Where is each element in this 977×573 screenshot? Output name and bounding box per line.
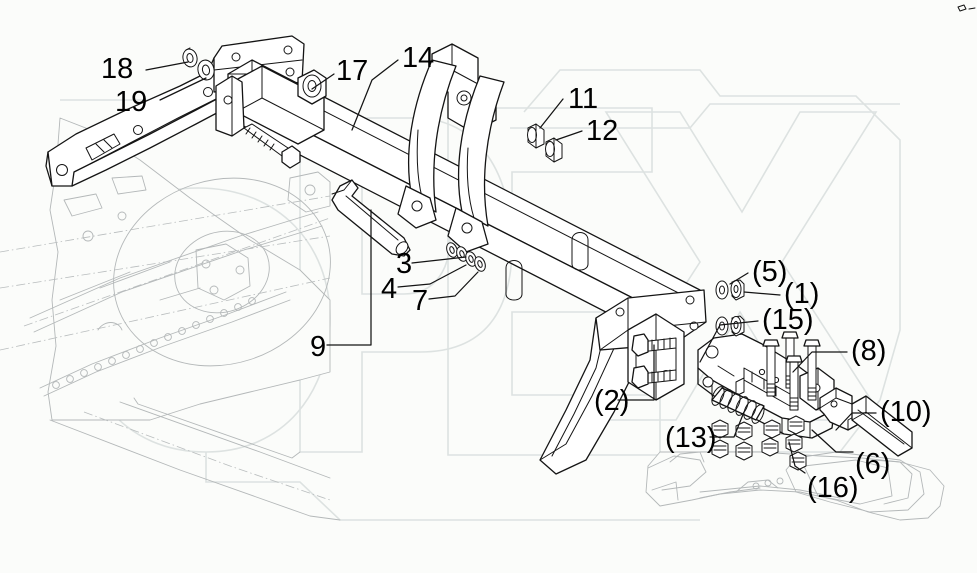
leader-line-5 [729, 272, 749, 285]
draw-bar-10 [819, 387, 913, 457]
hex-nuts [711, 415, 807, 471]
leader-line-13 [709, 411, 745, 438]
hex-bolt-top [243, 123, 301, 169]
leader-line-1 [743, 291, 781, 296]
washer-stack-5-1 [715, 279, 745, 301]
callout-label-10: (10) [880, 396, 932, 428]
leader-line-11 [539, 98, 564, 129]
leader-line-7 [428, 271, 479, 300]
callout-label-13: (13) [665, 422, 717, 454]
leader-line-12 [555, 130, 583, 141]
washers-3-4-7 [446, 242, 486, 272]
callout-label-1: (1) [784, 278, 820, 310]
callout-leader-lines [145, 59, 877, 474]
callout-label-8: (8) [851, 335, 887, 367]
leader-line-2 [617, 344, 655, 401]
callout-label-14: 14 [402, 42, 435, 74]
callout-label-16: (16) [807, 472, 859, 504]
center-pivot-yoke [397, 43, 563, 253]
callout-label-2: (2) [594, 385, 630, 417]
leader-line-17 [311, 73, 335, 90]
callout-label-15: (15) [762, 304, 814, 336]
vertical-bolts-8 [762, 331, 821, 411]
leader-line-9 [326, 209, 372, 346]
leader-line-14 [351, 59, 399, 131]
callout-label-5: (5) [752, 256, 788, 288]
background-machine-ghost [0, 117, 341, 521]
coil-spring-13 [711, 386, 765, 424]
washer-stack-15 [715, 315, 745, 337]
callout-label-11: 11 [568, 83, 599, 115]
callout-label-17: 17 [336, 55, 369, 87]
callout-label-4: 4 [381, 273, 398, 305]
hex-bolt-2a [631, 333, 677, 357]
leader-line-6 [811, 429, 854, 453]
corner-artifact [957, 4, 976, 12]
bushing-12 [545, 137, 563, 163]
callout-label-19: 19 [115, 86, 148, 118]
leader-line-15 [699, 320, 759, 363]
callout-label-7: 7 [412, 285, 429, 317]
leader-line-4 [397, 264, 467, 288]
leader-line-3 [411, 256, 467, 264]
callout-label-18: 18 [101, 53, 134, 85]
right-end-bracket [539, 289, 707, 475]
hex-bolt-2b [631, 365, 677, 389]
callout-label-12: 12 [586, 115, 619, 147]
callout-label-3: 3 [396, 248, 413, 280]
leader-line-18 [145, 61, 189, 71]
background-frame-ghost-right [645, 451, 945, 521]
callout-label-9: 9 [310, 331, 327, 363]
leader-line-8 [792, 351, 848, 373]
leader-line-16 [788, 441, 806, 474]
bushing-11 [527, 123, 545, 149]
leader-line-19 [159, 77, 207, 101]
leader-line-10 [835, 412, 877, 431]
callout-label-6: (6) [855, 448, 891, 480]
